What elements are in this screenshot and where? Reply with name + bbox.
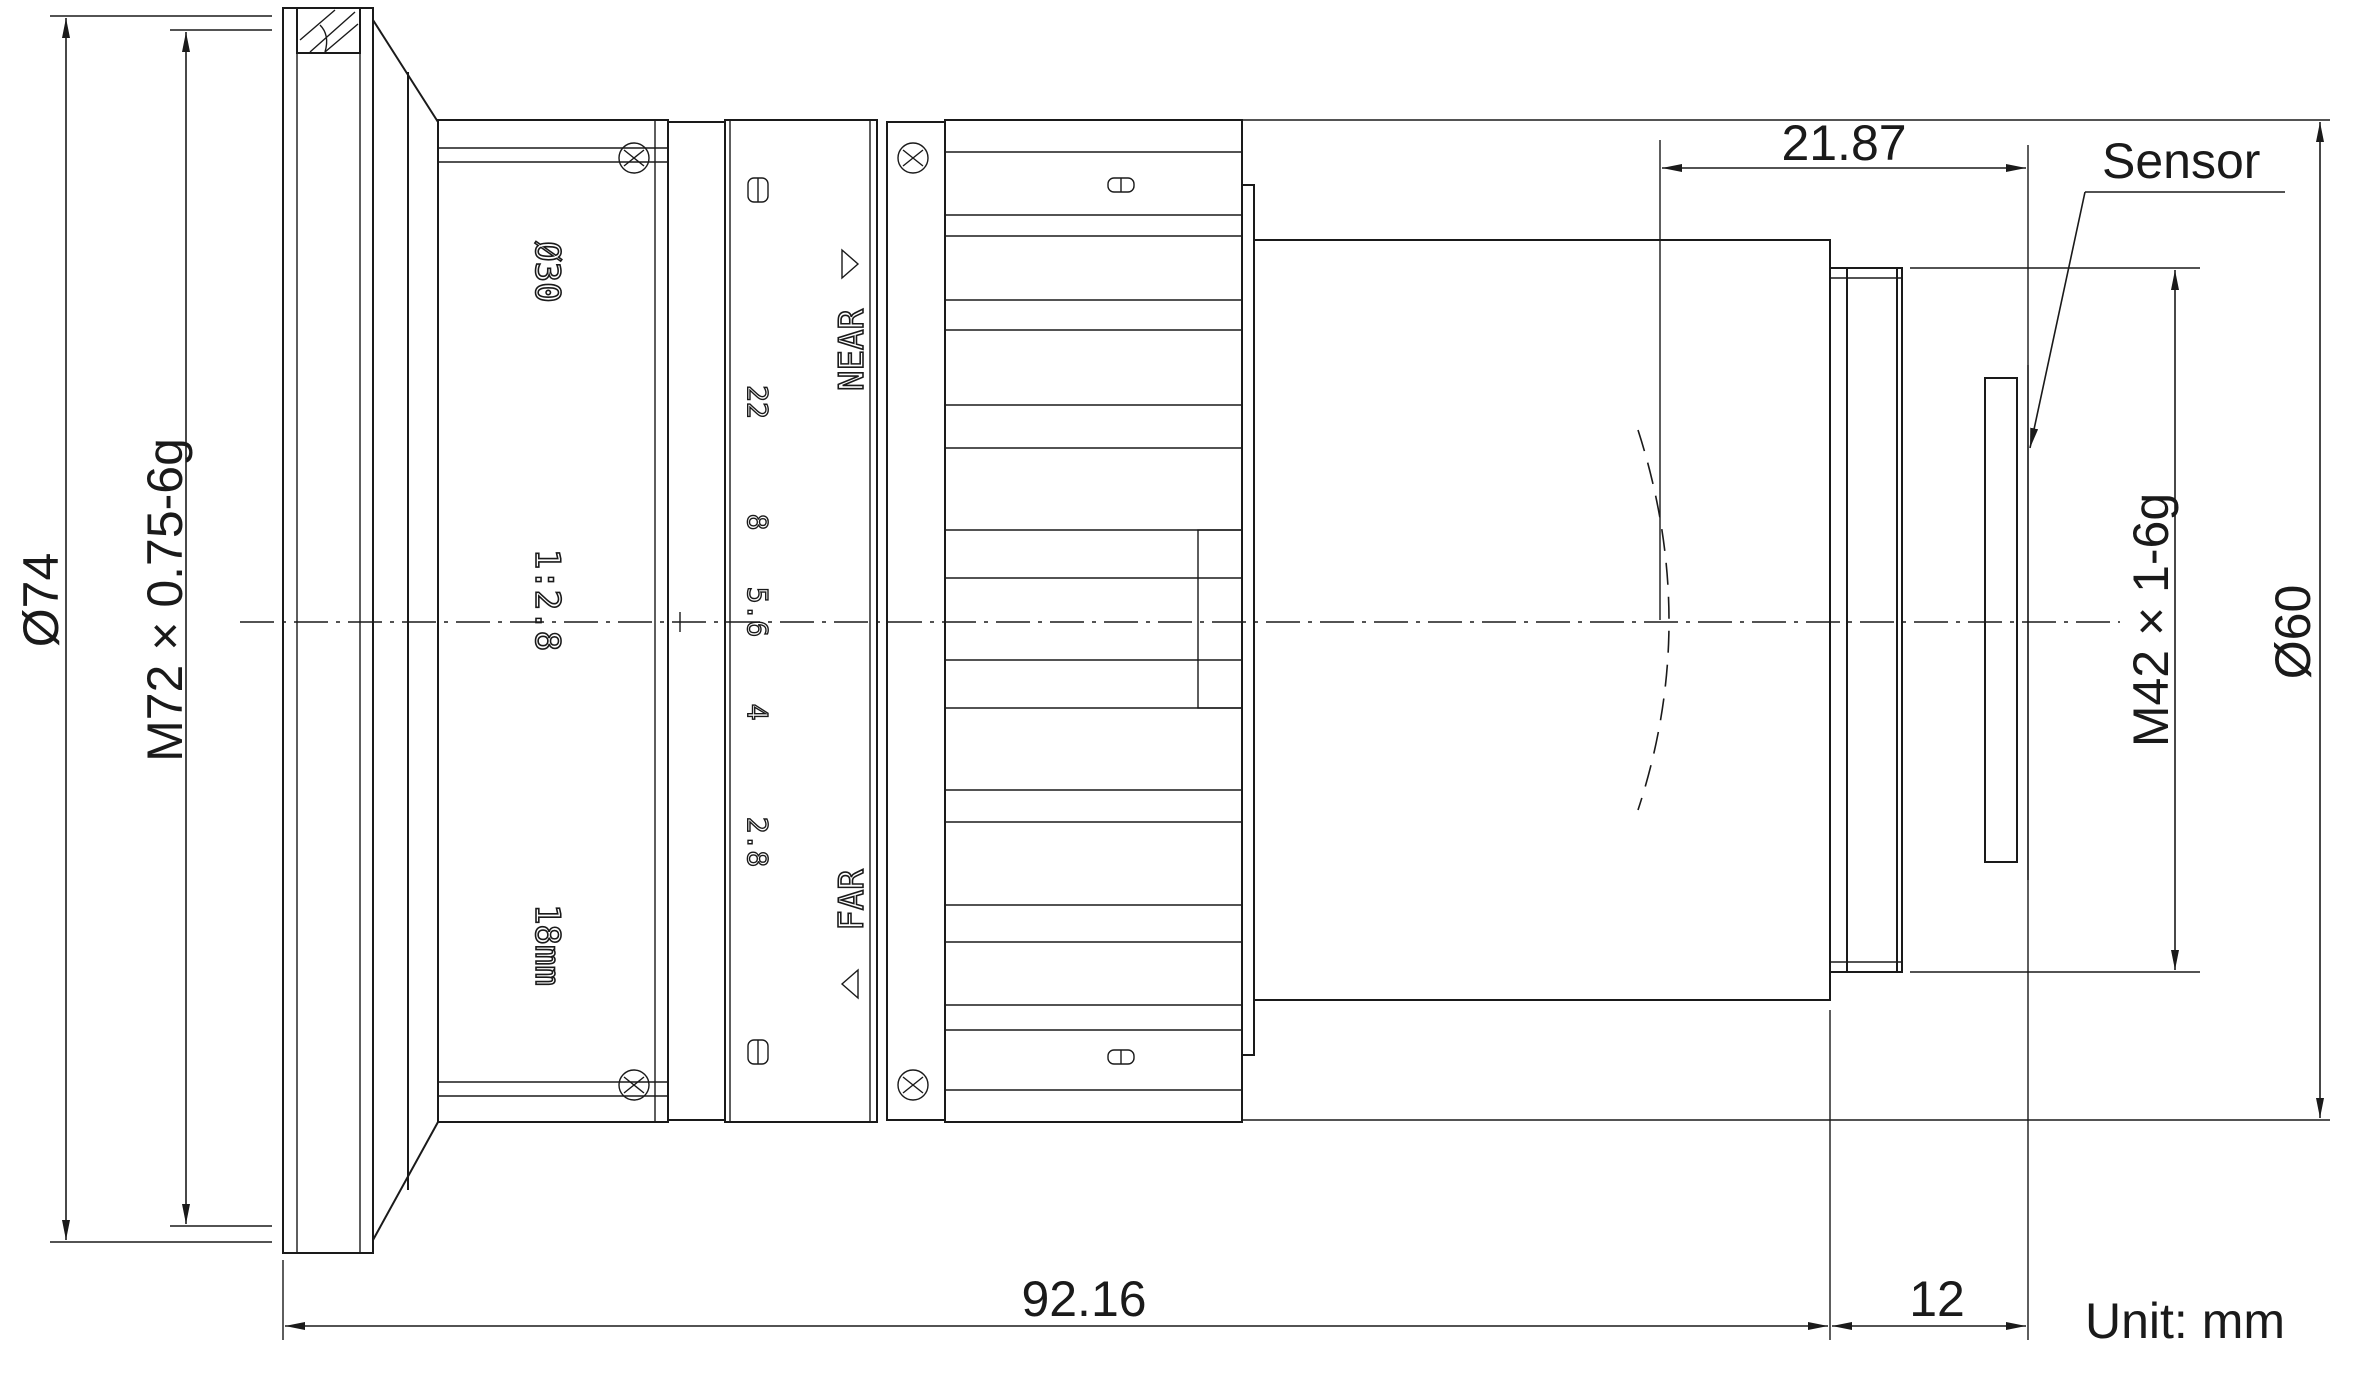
front-filter-ring [282,7,439,1254]
engraving-fstop-5-6: 5.6 [741,587,774,638]
dim-back-focal-label: 12 [1909,1271,1965,1327]
focus-grip [944,119,1243,1123]
sensor-label: Sensor [2102,133,2260,189]
dim-thread-m42-label: M42 × 1-6g [2123,493,2179,747]
engraving-filter-size: Ø30 [527,241,567,302]
rear-locking-ring [886,121,946,1121]
rear-screws [897,142,929,1101]
front-adapter-band [667,121,726,1121]
dim-diameter-74-label: Ø74 [13,553,69,648]
engraving-focal-length: 18mm [527,904,567,986]
rear-step-flange [1241,184,1255,1056]
dim-thread-m72 [170,29,272,1227]
aperture-focus-ring [724,119,878,1123]
dim-total-length-label: 92.16 [1021,1271,1146,1327]
front-barrel [437,119,681,1123]
engraving-fstop-2-8: 2.8 [741,817,774,868]
rear-body-tube [1253,239,1831,1001]
engraving-fstop-4: 4 [741,704,774,721]
engraving-aperture: 1:2.8 [527,549,567,651]
unit-label: Unit: mm [2085,1293,2285,1349]
engraving-far: FAR [832,869,872,931]
engraving-near: NEAR [832,309,872,391]
dim-sensor-distance [1659,140,2029,1340]
dim-diameter-74 [50,15,272,1243]
engraving-fstop-22: 22 [741,385,774,419]
dim-total-length [282,1010,1831,1340]
sensor-leader [2029,191,2285,449]
dim-thread-m72-label: M72 × 0.75-6g [137,438,193,762]
m42-mount-thread [1829,267,1903,973]
rear-lens-curve [1637,429,1670,811]
dim-diameter-60-label: Ø60 [2265,585,2321,680]
dim-sensor-distance-label: 21.87 [1781,115,1906,171]
engraving-fstop-8: 8 [741,514,774,531]
dim-thread-m42 [1910,267,2200,973]
